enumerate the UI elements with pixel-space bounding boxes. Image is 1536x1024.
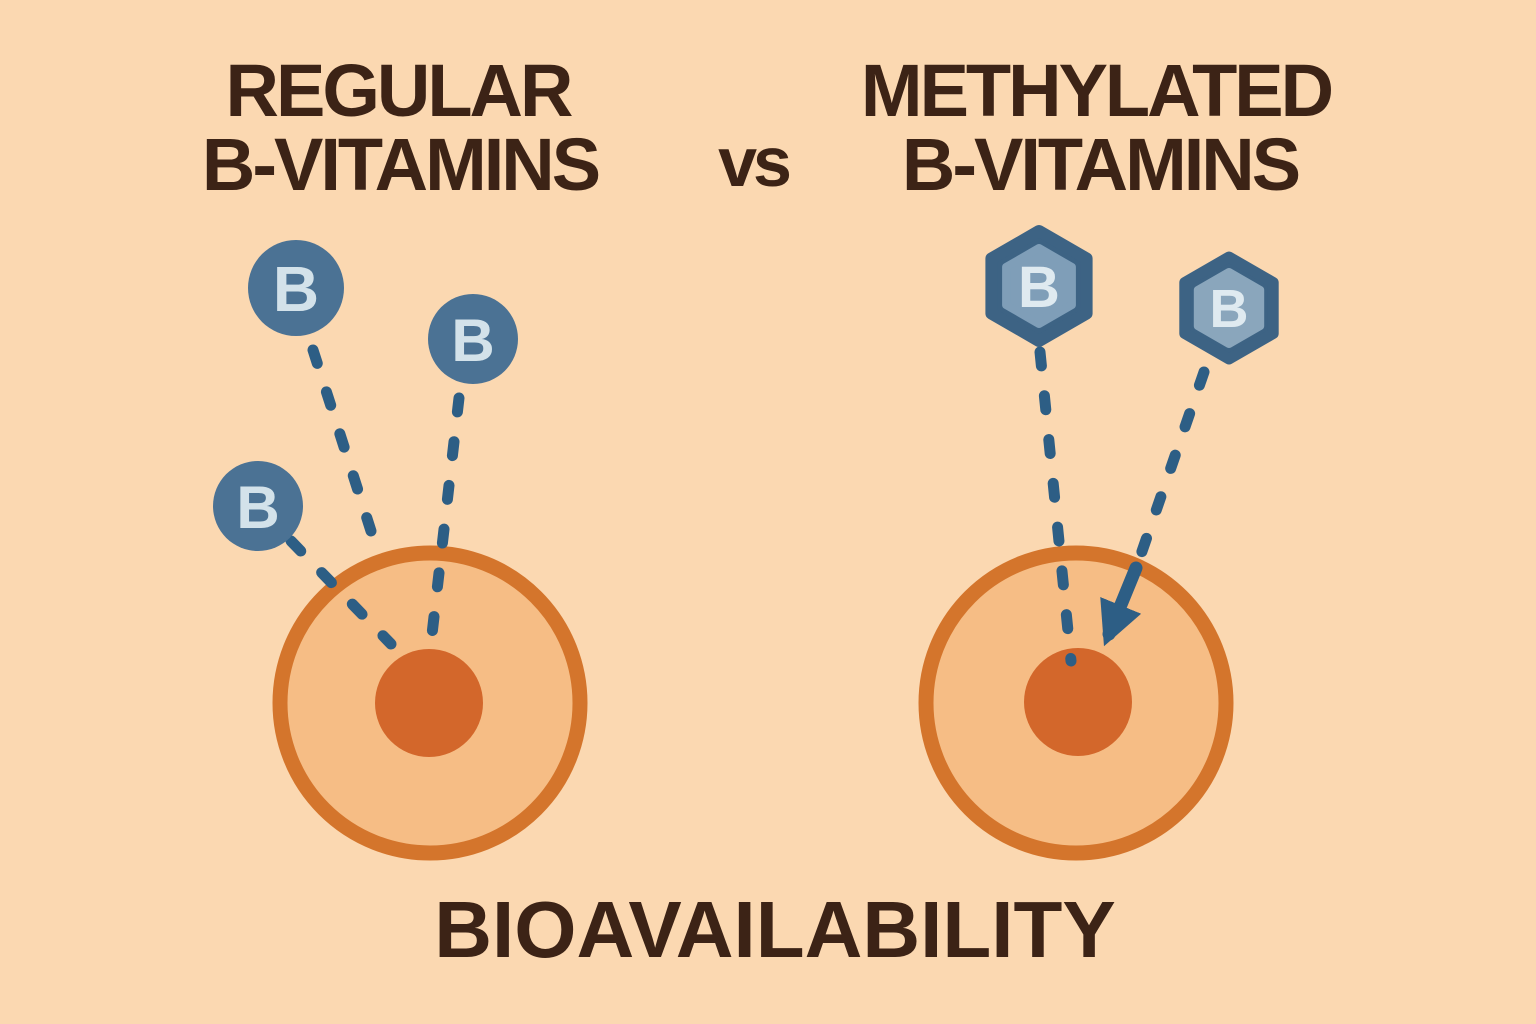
regular-vitamin-token-2: B: [428, 294, 518, 384]
left-dashed-path-2: [425, 392, 465, 649]
regular-vitamin-token-1: B: [248, 240, 344, 336]
left-title-line2: B-VITAMINS: [202, 123, 599, 206]
left-title-line1: REGULAR: [226, 49, 572, 132]
absorption-arrow: [1100, 561, 1143, 647]
hexagon-fill-icon: [1193, 268, 1265, 348]
right-cell-nucleus: [1024, 648, 1132, 756]
methylated-vitamin-token-1: B: [985, 225, 1093, 347]
vitamin-circle-icon: [213, 461, 303, 551]
vitamin-letter: B: [273, 253, 319, 325]
vitamin-letter: B: [451, 307, 494, 374]
versus-label: vs: [718, 123, 790, 201]
methylated-vitamin-token-2: B: [1179, 251, 1279, 365]
regular-vitamin-token-3: B: [213, 461, 303, 551]
hexagon-fill-icon: [1002, 244, 1076, 328]
vitamin-letter: B: [1210, 279, 1249, 339]
vitamin-letter: B: [236, 474, 279, 541]
vitamin-letter: B: [1018, 255, 1060, 320]
vitamin-circle-icon: [428, 294, 518, 384]
right-title-line2: B-VITAMINS: [902, 123, 1299, 206]
left-cell-nucleus: [375, 649, 483, 757]
right-dashed-path-1: [1034, 346, 1077, 667]
left-cell: [272, 545, 588, 861]
right-cell: [918, 545, 1234, 861]
footer-title: BIOAVAILABILITY: [434, 885, 1115, 974]
vitamin-circle-icon: [248, 240, 344, 336]
left-dashed-path-1: [307, 344, 377, 537]
right-title-line1: METHYLATED: [861, 49, 1332, 132]
right-dashed-path-2: [1133, 366, 1210, 566]
